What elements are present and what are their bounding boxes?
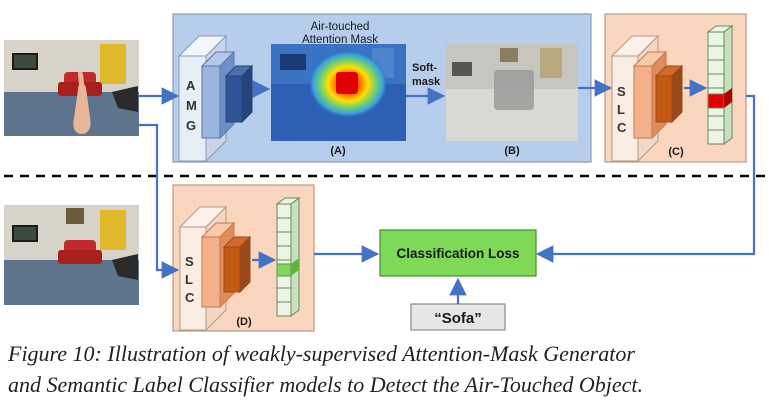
softmask-line1: Soft- (412, 62, 437, 74)
softmask-line2: mask (412, 76, 441, 88)
attention-mask-image (271, 44, 406, 141)
label-c: (C) (668, 146, 684, 158)
input-image-plain (4, 205, 139, 305)
slc-network-c (610, 34, 684, 163)
slc-c-letter-l: L (617, 102, 625, 117)
slc-d-letter-c: C (185, 290, 195, 305)
slc-d-letter-l: L (185, 272, 193, 287)
amg-network (177, 34, 254, 163)
arrow-vector-c-to-loss (535, 94, 756, 263)
label-b: (B) (504, 145, 520, 157)
caption-line2: and Semantic Label Classifier models to … (8, 372, 644, 397)
slc-d-letter-s: S (185, 254, 194, 269)
amg-letter-a: A (186, 78, 196, 93)
caption-line1: Figure 10: Illustration of weakly-superv… (8, 341, 635, 366)
amg-letter-g: G (186, 118, 196, 133)
slc-network-d (178, 205, 252, 332)
attention-title-line2: Attention Mask (302, 34, 378, 46)
soft-masked-image (446, 44, 578, 141)
output-vector-d (275, 197, 301, 317)
label-a: (A) (330, 145, 346, 157)
slc-c-letter-s: S (617, 84, 626, 99)
input-image-with-hand (4, 40, 139, 136)
classification-loss-box (379, 229, 537, 277)
figure-caption: Figure 10: Illustration of weakly-superv… (8, 338, 763, 400)
amg-letter-m: M (186, 98, 197, 113)
output-vector-c (706, 25, 734, 145)
attention-title-line1: Air-touched (311, 21, 370, 33)
target-label: “Sofa” (434, 310, 482, 327)
classification-loss-label: Classification Loss (396, 246, 519, 261)
slc-c-letter-c: C (617, 120, 627, 135)
label-d: (D) (236, 316, 252, 328)
arrow-input-to-slc-d (139, 123, 180, 279)
highlight-cell-red (707, 93, 725, 109)
highlight-cell-green (276, 263, 292, 277)
arrows (139, 79, 756, 304)
target-label-box (410, 303, 506, 331)
